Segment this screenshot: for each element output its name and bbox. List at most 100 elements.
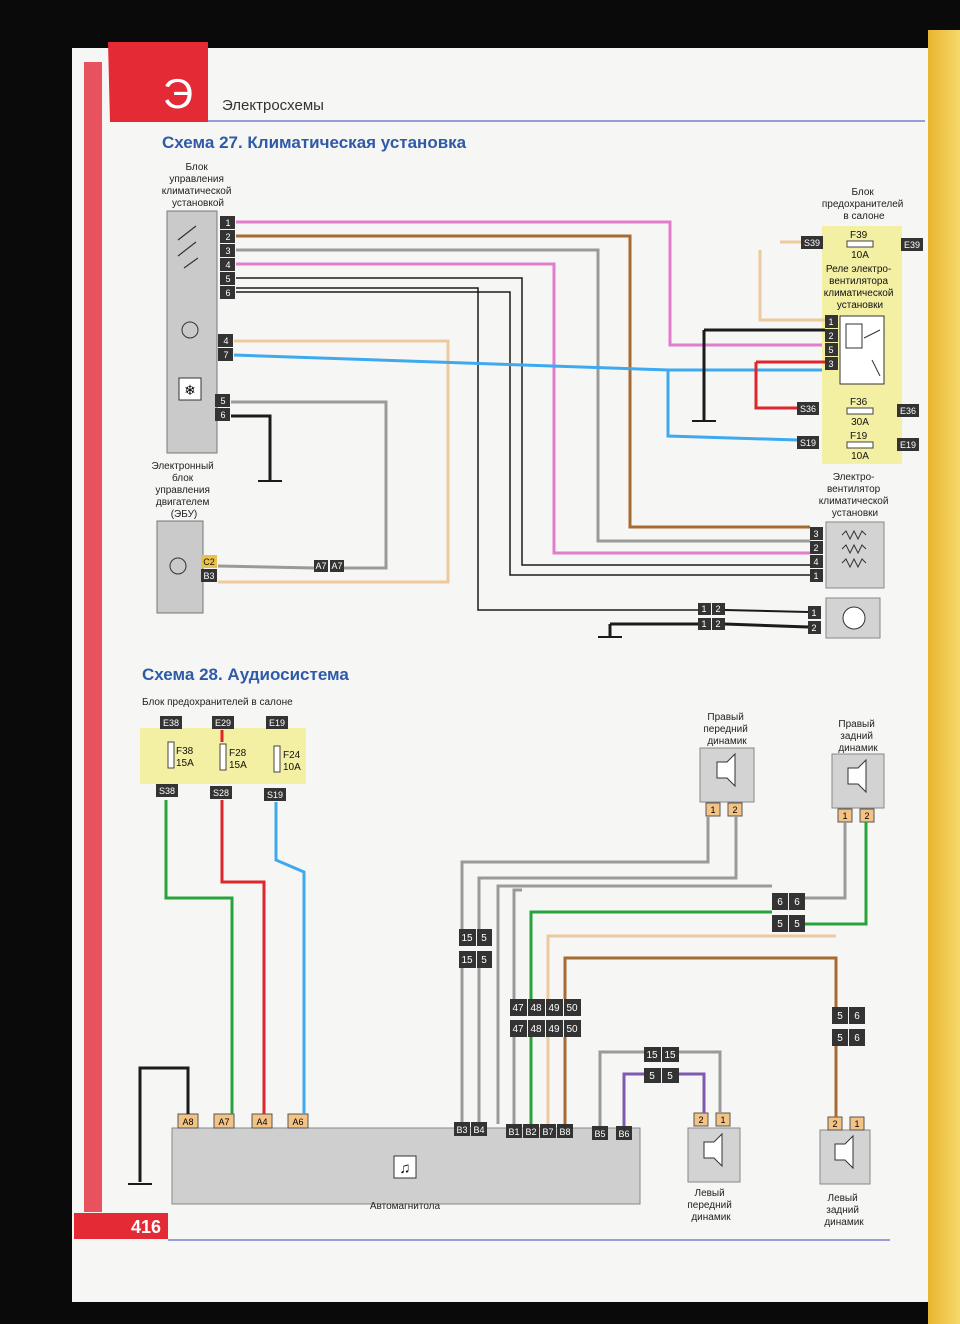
- svg-text:5: 5: [481, 955, 487, 966]
- svg-text:B7: B7: [542, 1127, 553, 1137]
- svg-text:Электро- вентилятор: Электро- вентилятор климатической устано…: [819, 472, 891, 519]
- svg-text:S38: S38: [159, 786, 175, 796]
- svg-text:B8: B8: [559, 1127, 570, 1137]
- svg-text:48: 48: [530, 1024, 542, 1035]
- svg-text:Левый передний дин: Левый передний динамик: [687, 1188, 734, 1223]
- svg-text:47: 47: [512, 1003, 524, 1014]
- ecu-block: Электронный блок управления двигателем (…: [151, 461, 344, 614]
- scheme27-wires: [217, 220, 825, 636]
- audio-fuse-block: E38 E29 E19 S38 S28 S19 F38 15A F28 15A …: [140, 716, 306, 801]
- svg-text:C2: C2: [203, 557, 215, 567]
- fuse-terminals: S39 E39 S36 E36 S19 E19 1 2 5 3: [797, 236, 923, 451]
- speaker-front-right: Правый передний динамик: [699, 712, 755, 803]
- page-number: 416: [131, 1217, 161, 1237]
- svg-text:5: 5: [225, 274, 230, 284]
- svg-text:6: 6: [777, 897, 783, 908]
- svg-text:A7: A7: [218, 1117, 229, 1127]
- svg-text:E36: E36: [900, 406, 916, 416]
- svg-text:5: 5: [828, 345, 833, 355]
- svg-text:B3: B3: [203, 571, 214, 581]
- chapter-tab: [108, 42, 208, 122]
- connector-blocks: 15 5 15 5 6 6 5 5 47 48 49 50 47 48 49 5…: [459, 893, 865, 1083]
- page-number-tab: [74, 1213, 168, 1239]
- page-stack-edge: [84, 62, 102, 1212]
- speaker-rear-left: Левый задний динамик: [819, 1129, 871, 1228]
- svg-text:1: 1: [701, 619, 706, 629]
- blower-switch-icon: [181, 321, 199, 339]
- svg-text:B2: B2: [525, 1127, 536, 1137]
- svg-text:S28: S28: [213, 788, 229, 798]
- svg-text:E19: E19: [900, 440, 916, 450]
- scheme28-title: Схема 28. Аудиосистема: [142, 665, 349, 684]
- svg-text:F38 15A F28: F38 15A F28 15A F24 10A: [176, 746, 303, 773]
- svg-text:2: 2: [715, 604, 720, 614]
- audio-fuse-block-label: Блок предохранителей в салоне: [142, 697, 293, 708]
- svg-text:47: 47: [512, 1024, 524, 1035]
- svg-text:7: 7: [223, 350, 228, 360]
- svg-text:F36 30A: F36 30A: [850, 397, 870, 428]
- svg-text:1: 1: [854, 1119, 859, 1129]
- svg-text:5: 5: [777, 919, 783, 930]
- svg-text:Блок предохранителей: Блок предохранителей в салоне: [822, 187, 906, 222]
- svg-text:5: 5: [481, 933, 487, 944]
- svg-text:1: 1: [828, 317, 833, 327]
- svg-text:50: 50: [566, 1024, 578, 1035]
- svg-text:❄: ❄: [184, 382, 196, 398]
- svg-text:2: 2: [811, 623, 816, 633]
- svg-text:1: 1: [813, 571, 818, 581]
- svg-text:S19: S19: [800, 438, 816, 448]
- head-unit-pins: A8 A7 A4 A6 B3 B4 B1 B2 B7 B8 B5 B6: [177, 1113, 632, 1140]
- fan-pins: 3 2 4 1 1 2 1 2 1 2: [698, 527, 823, 634]
- svg-text:B5: B5: [594, 1129, 605, 1139]
- svg-text:E19: E19: [269, 718, 285, 728]
- svg-text:B3: B3: [456, 1125, 467, 1135]
- svg-text:5: 5: [794, 919, 800, 930]
- svg-text:2: 2: [864, 811, 869, 821]
- svg-text:48: 48: [530, 1003, 542, 1014]
- svg-text:1: 1: [842, 811, 847, 821]
- svg-text:E39: E39: [904, 240, 920, 250]
- svg-text:2: 2: [813, 543, 818, 553]
- fan-symbol-icon: [169, 557, 187, 575]
- scheme28-wires: [138, 730, 868, 1182]
- svg-text:1: 1: [710, 805, 715, 815]
- svg-text:Реле электро- вентилятор: Реле электро- вентилятора климатической …: [824, 264, 896, 311]
- speaker-front-left: Левый передний динамик: [687, 1127, 741, 1223]
- svg-text:S39: S39: [804, 238, 820, 248]
- svg-text:1: 1: [720, 1115, 725, 1125]
- svg-text:1: 1: [811, 608, 816, 618]
- head-unit: ♫ Автомагнитола: [171, 1127, 641, 1212]
- svg-text:Правый задний дина: Правый задний динамик: [838, 719, 878, 754]
- svg-text:S19: S19: [267, 790, 283, 800]
- chapter-letter: Э: [163, 70, 193, 117]
- svg-text:F39 10A: F39 10A: [850, 230, 870, 261]
- electric-fan: Электро- вентилятор климатической устано…: [819, 472, 891, 639]
- svg-text:4: 4: [225, 260, 230, 270]
- svg-text:5: 5: [220, 396, 225, 406]
- svg-text:4: 4: [223, 336, 228, 346]
- svg-text:15: 15: [461, 955, 473, 966]
- unit-pins: 1 2 3 4 5 6 4 7 5 6: [215, 216, 235, 421]
- svg-text:Электронный блок у: Электронный блок управления двигателем (…: [151, 461, 216, 520]
- page-edge: [928, 30, 960, 1324]
- svg-text:Левый задний динам: Левый задний динамик: [824, 1193, 864, 1228]
- svg-text:Блок управления кл: Блок управления климатической установкой: [162, 162, 234, 209]
- svg-text:A7: A7: [331, 561, 342, 571]
- svg-text:6: 6: [225, 288, 230, 298]
- svg-text:5: 5: [649, 1071, 655, 1082]
- svg-text:1: 1: [225, 218, 230, 228]
- svg-text:A7: A7: [315, 561, 326, 571]
- head-unit-label: Автомагнитола: [370, 1201, 441, 1212]
- svg-text:3: 3: [828, 359, 833, 369]
- svg-text:A8: A8: [182, 1117, 193, 1127]
- svg-text:5: 5: [837, 1011, 843, 1022]
- section-title: Электросхемы: [222, 97, 324, 114]
- svg-text:50: 50: [566, 1003, 578, 1014]
- svg-text:49: 49: [548, 1024, 560, 1035]
- svg-text:5: 5: [837, 1033, 843, 1044]
- svg-text:6: 6: [794, 897, 800, 908]
- svg-text:B1: B1: [508, 1127, 519, 1137]
- svg-text:2: 2: [732, 805, 737, 815]
- speaker-pins: 1 2 1 2 2 1 2 1: [693, 802, 875, 1131]
